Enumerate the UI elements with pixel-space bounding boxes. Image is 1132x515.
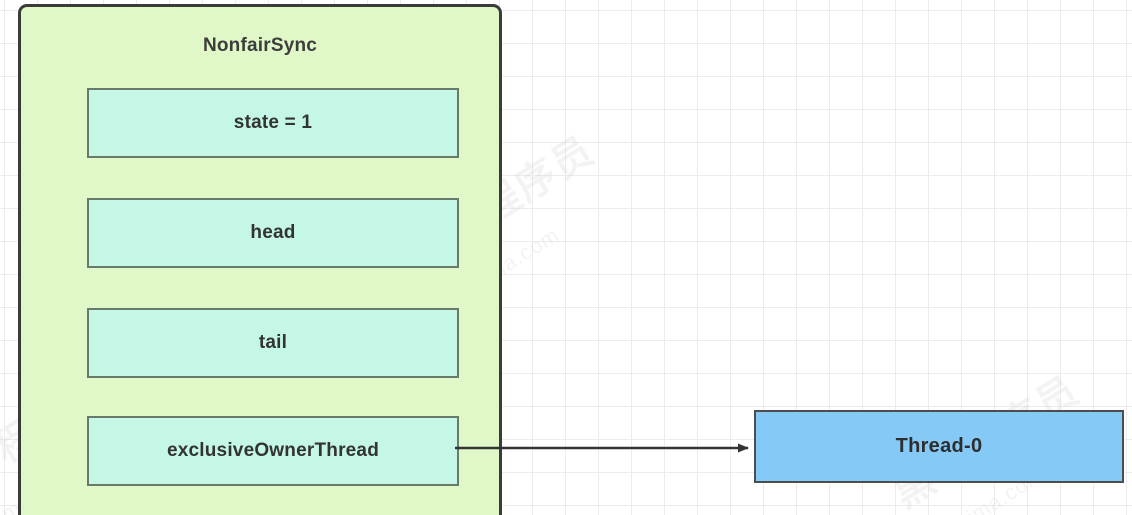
field-state-label: state = 1 <box>233 112 313 133</box>
field-exclusive-owner-thread-label: exclusiveOwnerThread <box>166 440 380 461</box>
field-tail[interactable]: tail <box>87 308 459 378</box>
thread-node-label: Thread-0 <box>895 435 983 457</box>
field-tail-label: tail <box>258 332 288 353</box>
nonfair-sync-title: NonfairSync <box>202 35 318 56</box>
field-state[interactable]: state = 1 <box>87 88 459 158</box>
field-exclusive-owner-thread[interactable]: exclusiveOwnerThread <box>87 416 459 486</box>
field-head-label: head <box>250 222 296 243</box>
nonfair-sync-node[interactable]: NonfairSync state = 1 head tail exclusiv… <box>18 4 502 515</box>
thread-node[interactable]: Thread-0 <box>754 410 1124 483</box>
field-head[interactable]: head <box>87 198 459 268</box>
